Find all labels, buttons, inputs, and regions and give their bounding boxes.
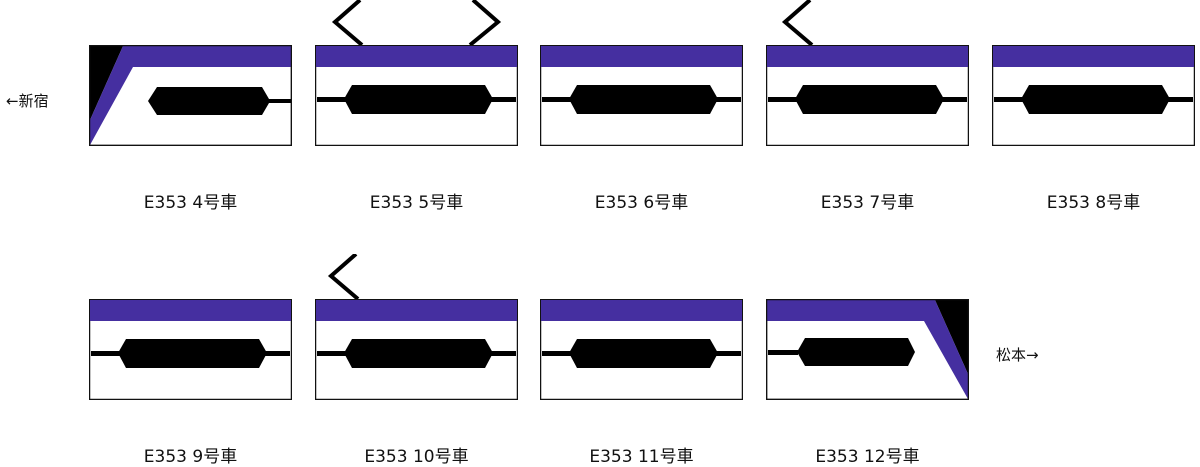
- car-11-diagram: [540, 299, 743, 400]
- direction-shinjuku: ←新宿: [6, 92, 49, 110]
- car-4-diagram: [89, 45, 292, 146]
- direction-matsumoto: 松本→: [996, 346, 1039, 364]
- pantograph-icon: [331, 0, 502, 46]
- car-5-label: E353 5号車: [369, 193, 464, 213]
- car-5-diagram: [315, 45, 518, 146]
- pantograph-icon: [327, 254, 360, 300]
- car-8-label: E353 8号車: [1046, 193, 1141, 213]
- car-9-diagram: [89, 299, 292, 400]
- car-6-diagram: [540, 45, 743, 146]
- car-9-label: E353 9号車: [143, 447, 238, 467]
- car-7-label: E353 7号車: [820, 193, 915, 213]
- car-4-label: E353 4号車: [143, 193, 238, 213]
- car-6-label: E353 6号車: [594, 193, 689, 213]
- car-8-diagram: [992, 45, 1195, 146]
- pantograph-icon: [781, 0, 814, 46]
- car-7-diagram: [766, 45, 969, 146]
- car-11-label: E353 11号車: [589, 447, 694, 467]
- car-12-label: E353 12号車: [815, 447, 920, 467]
- car-12-diagram: [766, 299, 969, 400]
- car-10-label: E353 10号車: [364, 447, 469, 467]
- car-10-diagram: [315, 299, 518, 400]
